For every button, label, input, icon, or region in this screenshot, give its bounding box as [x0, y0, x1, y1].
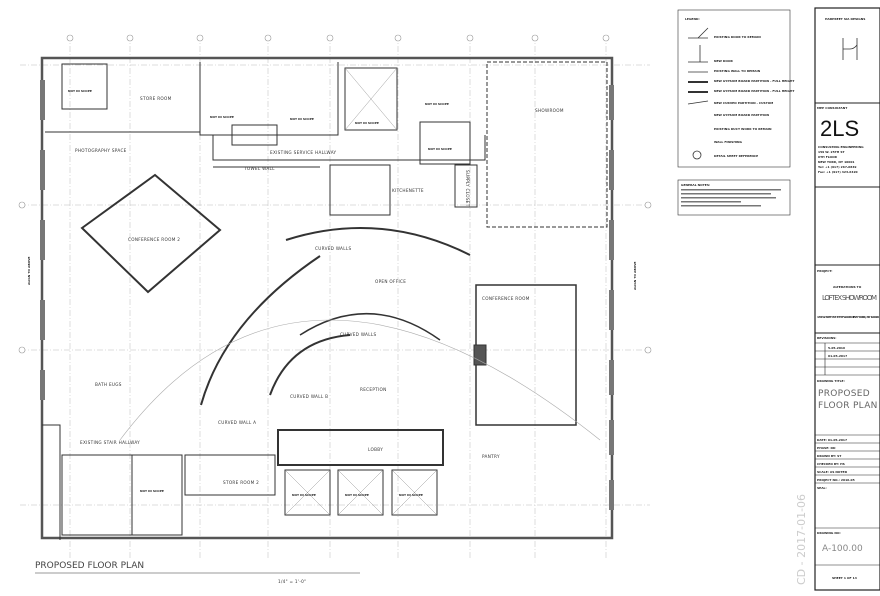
project-address: 134 W 40TH ST 4TH FLOOR NEW YORK, NY 100… [817, 315, 879, 319]
label-nis-6: NOT IN SCOPE [428, 147, 452, 151]
drawing-title-label: DRAWING TITLE: [817, 379, 845, 383]
meta-checked: CHECKED BY: HS [817, 462, 845, 466]
drawing-no: A-100.00 [822, 544, 863, 554]
project-sub: ALTERATIONS TO [833, 285, 862, 289]
label-align-right: ALIGN TO ABOVE [633, 262, 637, 290]
plan-title: PROPOSED FLOOR PLAN [35, 561, 144, 571]
legend-item: EXISTING DUCT WORK TO REMAIN [714, 127, 772, 131]
drawing-title-box: PROPOSED FLOOR PLAN [818, 389, 878, 411]
windows [40, 80, 614, 510]
label-towel-wall: TOWEL WALL [243, 166, 275, 171]
interior-walls [42, 61, 608, 540]
label-stair-hallway: EXISTING STAIR HALLWAY [80, 440, 140, 445]
legend: LEGEND: EXISTING DOOR TO REMAIN NEW DOOR… [677, 9, 795, 216]
seal-label: SEAL: [817, 486, 827, 490]
room-labels: STORE ROOM PHOTOGRAPHY SPACE CONFERENCE … [27, 89, 637, 497]
label-align-left: ALIGN TO ABOVE [27, 257, 31, 285]
firm-logo [842, 38, 858, 60]
label-open-office: OPEN OFFICE [375, 279, 406, 284]
firm-name: HARPREET SIA DESIGNS [825, 17, 865, 21]
label-conference-2: CONFERENCE ROOM 2 [128, 237, 180, 242]
label-nis-8: NOT IN SCOPE [292, 493, 316, 497]
meta-scale: SCALE: AS NOTED [817, 470, 848, 474]
label-nis-1: NOT IN SCOPE [68, 89, 92, 93]
legend-item: EXISTING DOOR TO REMAIN [714, 35, 761, 39]
meta-project-no: PROJECT NO.: 2016-05 [817, 478, 855, 482]
label-reception: RECEPTION [360, 387, 387, 392]
side-stamp: CD - 2017-01-06 [795, 494, 808, 585]
consultant-line: CONSULTING ENGINEERING [818, 145, 864, 149]
column-grid [20, 35, 650, 560]
label-curved-wall-a: CURVED WALL A [218, 420, 256, 425]
label-bath: BATH EUGS [95, 382, 122, 387]
label-service-hallway: EXISTING SERVICE HALLWAY [270, 150, 337, 155]
consultant-line: 159 W. 25TH ST [818, 150, 845, 154]
drawing-no-label: DRAWING NO: [817, 531, 841, 535]
label-curved-wall-b: CURVED WALL B [290, 394, 328, 399]
label-nis-7: NOT IN SCOPE [140, 489, 164, 493]
label-photography: PHOTOGRAPHY SPACE [75, 148, 127, 153]
label-showroom: SHOWROOM [535, 108, 564, 113]
label-store-room: STORE ROOM [140, 96, 172, 101]
legend-item: NEW GYPSUM BOARD PARTITION [714, 113, 770, 117]
consultant-line: 6TH FLOOR [818, 155, 838, 159]
revision-date: 01-05-2017 [828, 354, 847, 358]
drawing-title: PROPOSED FLOOR PLAN [818, 389, 878, 411]
legend-item: DETAIL SHEET REFERENCE [714, 154, 758, 158]
label-lobby: LOBBY [368, 447, 383, 452]
project-label: PROJECT: [817, 269, 833, 273]
plan-scale: 1/4" = 1'-0" [278, 579, 306, 584]
revision-date: 5-05-2016 [828, 346, 845, 350]
label-conference: CONFERENCE ROOM [482, 296, 530, 301]
legend-title: LEGEND: [685, 17, 700, 21]
sheet-number: SHEET 1 OF 14 [832, 576, 857, 580]
meta-date: DATE: 01-05-2017 [817, 438, 847, 442]
label-curved-walls: CURVED WALLS [315, 246, 351, 251]
consultant-line: Tel: +1 (917) 267-6849 [818, 165, 857, 169]
consultant-line: NEW YORK, NY 10001 [818, 160, 855, 164]
grid-bubbles [18, 34, 652, 354]
label-supply-closet: SUPPLY CLOSET [465, 170, 470, 207]
project-name: LOFTEX SHOWROOM [822, 294, 877, 302]
label-pantry: PANTRY [482, 454, 500, 459]
label-nis-9: NOT IN SCOPE [345, 493, 369, 497]
legend-item: NEW GYPSUM BOARD PARTITION - FULL HEIGHT [714, 89, 795, 93]
label-nis-4: NOT IN SCOPE [355, 121, 379, 125]
notes-title: GENERAL NOTES: [681, 183, 710, 187]
label-kitchenette: KITCHENETTE [392, 188, 424, 193]
consultant-line: Fax: +1 (917) 423-6420 [818, 170, 858, 174]
label-nis-10: NOT IN SCOPE [399, 493, 423, 497]
meta-phase: PHASE: DD [817, 446, 836, 450]
consultant-logo: 2LS [820, 116, 859, 141]
mep-label: MEP CONSULTANT [817, 106, 848, 110]
legend-item: EXISTING WALL TO REMAIN [714, 69, 761, 73]
legend-item: NEW CURVED PARTITION - CUSTOM [714, 101, 773, 105]
label-nis-3: NOT IN SCOPE [290, 117, 314, 121]
label-store-room-2: STORE ROOM 2 [223, 480, 259, 485]
label-nis-2: NOT IN SCOPE [210, 115, 234, 119]
legend-item: NEW DOOR [714, 59, 734, 63]
label-curved-walls-2: CURVED WALLS [340, 332, 376, 337]
revisions-label: REVISIONS: [817, 336, 837, 340]
label-nis-5: NOT IN SCOPE [425, 102, 449, 106]
legend-item: WALL FINISHING [714, 140, 742, 144]
meta-drawn: DRAWN BY: ST [817, 454, 842, 458]
legend-item: NEW GYPSUM BOARD PARTITION - FULL HEIGHT [714, 79, 795, 83]
title-block: HARPREET SIA DESIGNS MEP CONSULTANT 2LS … [795, 7, 880, 591]
